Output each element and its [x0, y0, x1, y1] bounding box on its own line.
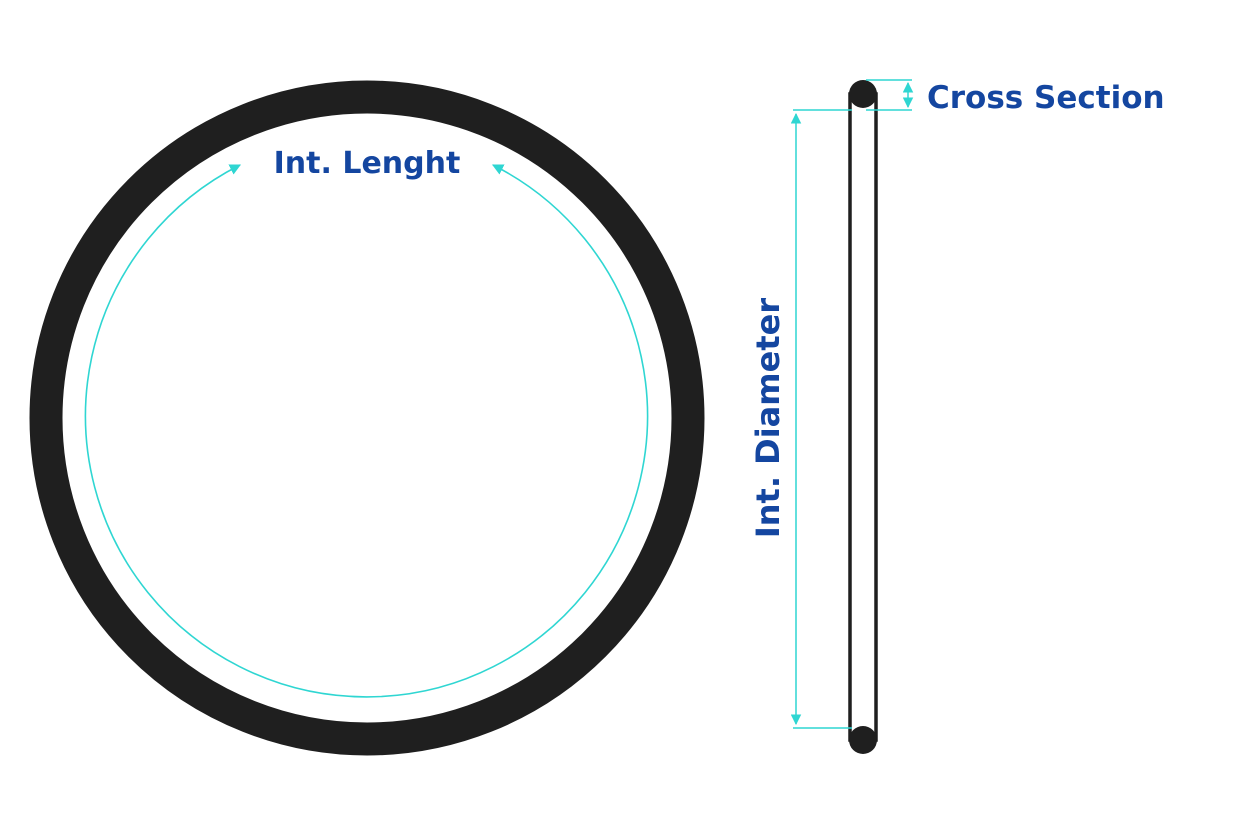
- ring-side-view: Int. Diameter Cross Section: [749, 79, 1165, 754]
- internal-length-label: Int. Lenght: [274, 146, 461, 181]
- o-ring-outer-band: [29, 80, 705, 756]
- cross-section-label: Cross Section: [927, 80, 1165, 116]
- cross-section-dimension: [866, 79, 914, 111]
- ring-front-view: Int. Lenght: [29, 80, 705, 756]
- cross-section-top: [849, 80, 877, 108]
- internal-diameter-label: Int. Diameter: [749, 298, 787, 538]
- o-ring-side-profile: [848, 92, 878, 742]
- internal-diameter-dimension: [790, 109, 852, 729]
- internal-length-arc: [84, 164, 649, 698]
- cross-section-bottom: [849, 726, 877, 754]
